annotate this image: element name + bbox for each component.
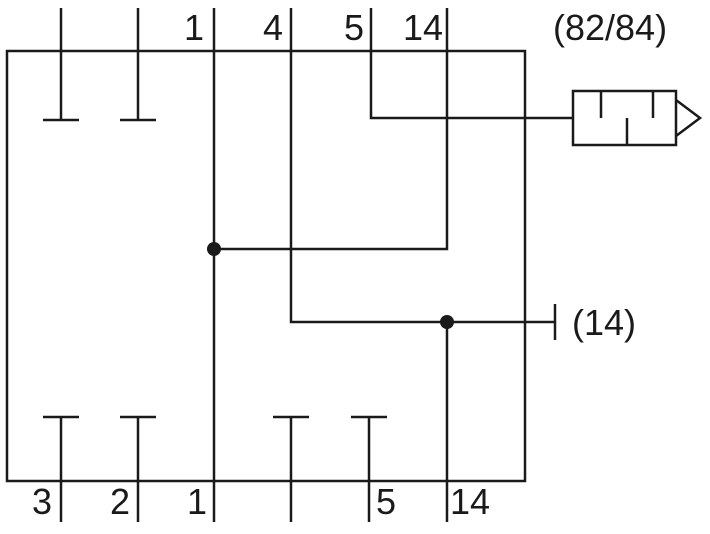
bottom-blocked-port-5: [351, 415, 387, 522]
bottom-pin-label-3: 3: [32, 481, 52, 522]
bottom-pin-label-1: 1: [187, 481, 207, 522]
port-4-path: [289, 8, 555, 324]
bottom-pin-label-5: 5: [376, 481, 396, 522]
port-14-top-path: [214, 8, 449, 251]
top-pin-label-4: 4: [263, 7, 283, 48]
bottom-pin-label-14: 14: [450, 481, 490, 522]
bottom-blocked-port-4: [273, 415, 309, 522]
port-5-path: [369, 8, 573, 120]
bottom-blocked-port-3: [43, 415, 79, 522]
label-82-84: (82/84): [553, 7, 667, 48]
top-blocked-port-b: [120, 8, 156, 122]
top-pin-label-14: 14: [403, 7, 443, 48]
bottom-pin-label-2: 2: [110, 481, 130, 522]
bottom-blocked-port-2: [120, 415, 156, 522]
top-pin-label-5: 5: [344, 7, 364, 48]
pilot-actuator-symbol: [571, 89, 703, 147]
junction-dot-1: [207, 242, 221, 256]
valve-body: [5, 49, 527, 483]
junction-dot-2: [440, 315, 454, 329]
label-14-right: (14): [572, 302, 636, 343]
top-pin-label-1: 1: [184, 7, 204, 48]
top-blocked-port-a: [43, 8, 79, 122]
